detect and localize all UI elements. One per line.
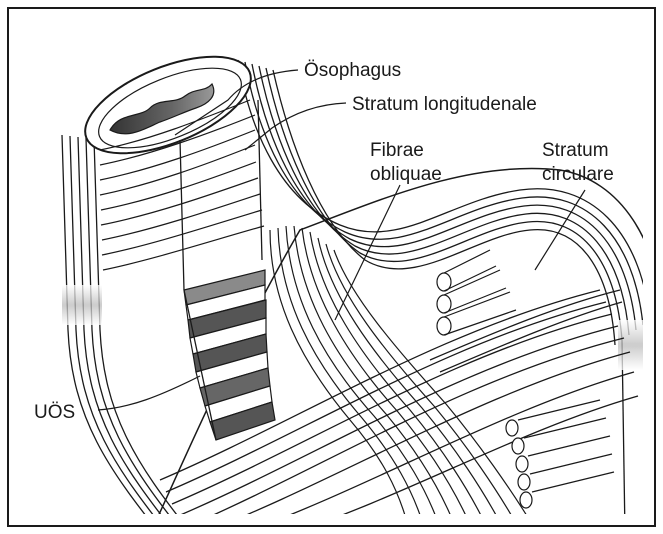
label-oesophagus: Ösophagus [304, 60, 401, 81]
label-uoes: UÖS [34, 402, 75, 423]
label-fibrae: Fibrae [370, 140, 424, 161]
label-circulare: circulare [542, 164, 614, 185]
label-stratum-circ: Stratum [542, 140, 609, 161]
label-obliquae: obliquae [370, 164, 442, 185]
label-stratum-longitudinale: Stratum longitudenale [352, 94, 537, 115]
left-wall-shading [62, 285, 102, 325]
